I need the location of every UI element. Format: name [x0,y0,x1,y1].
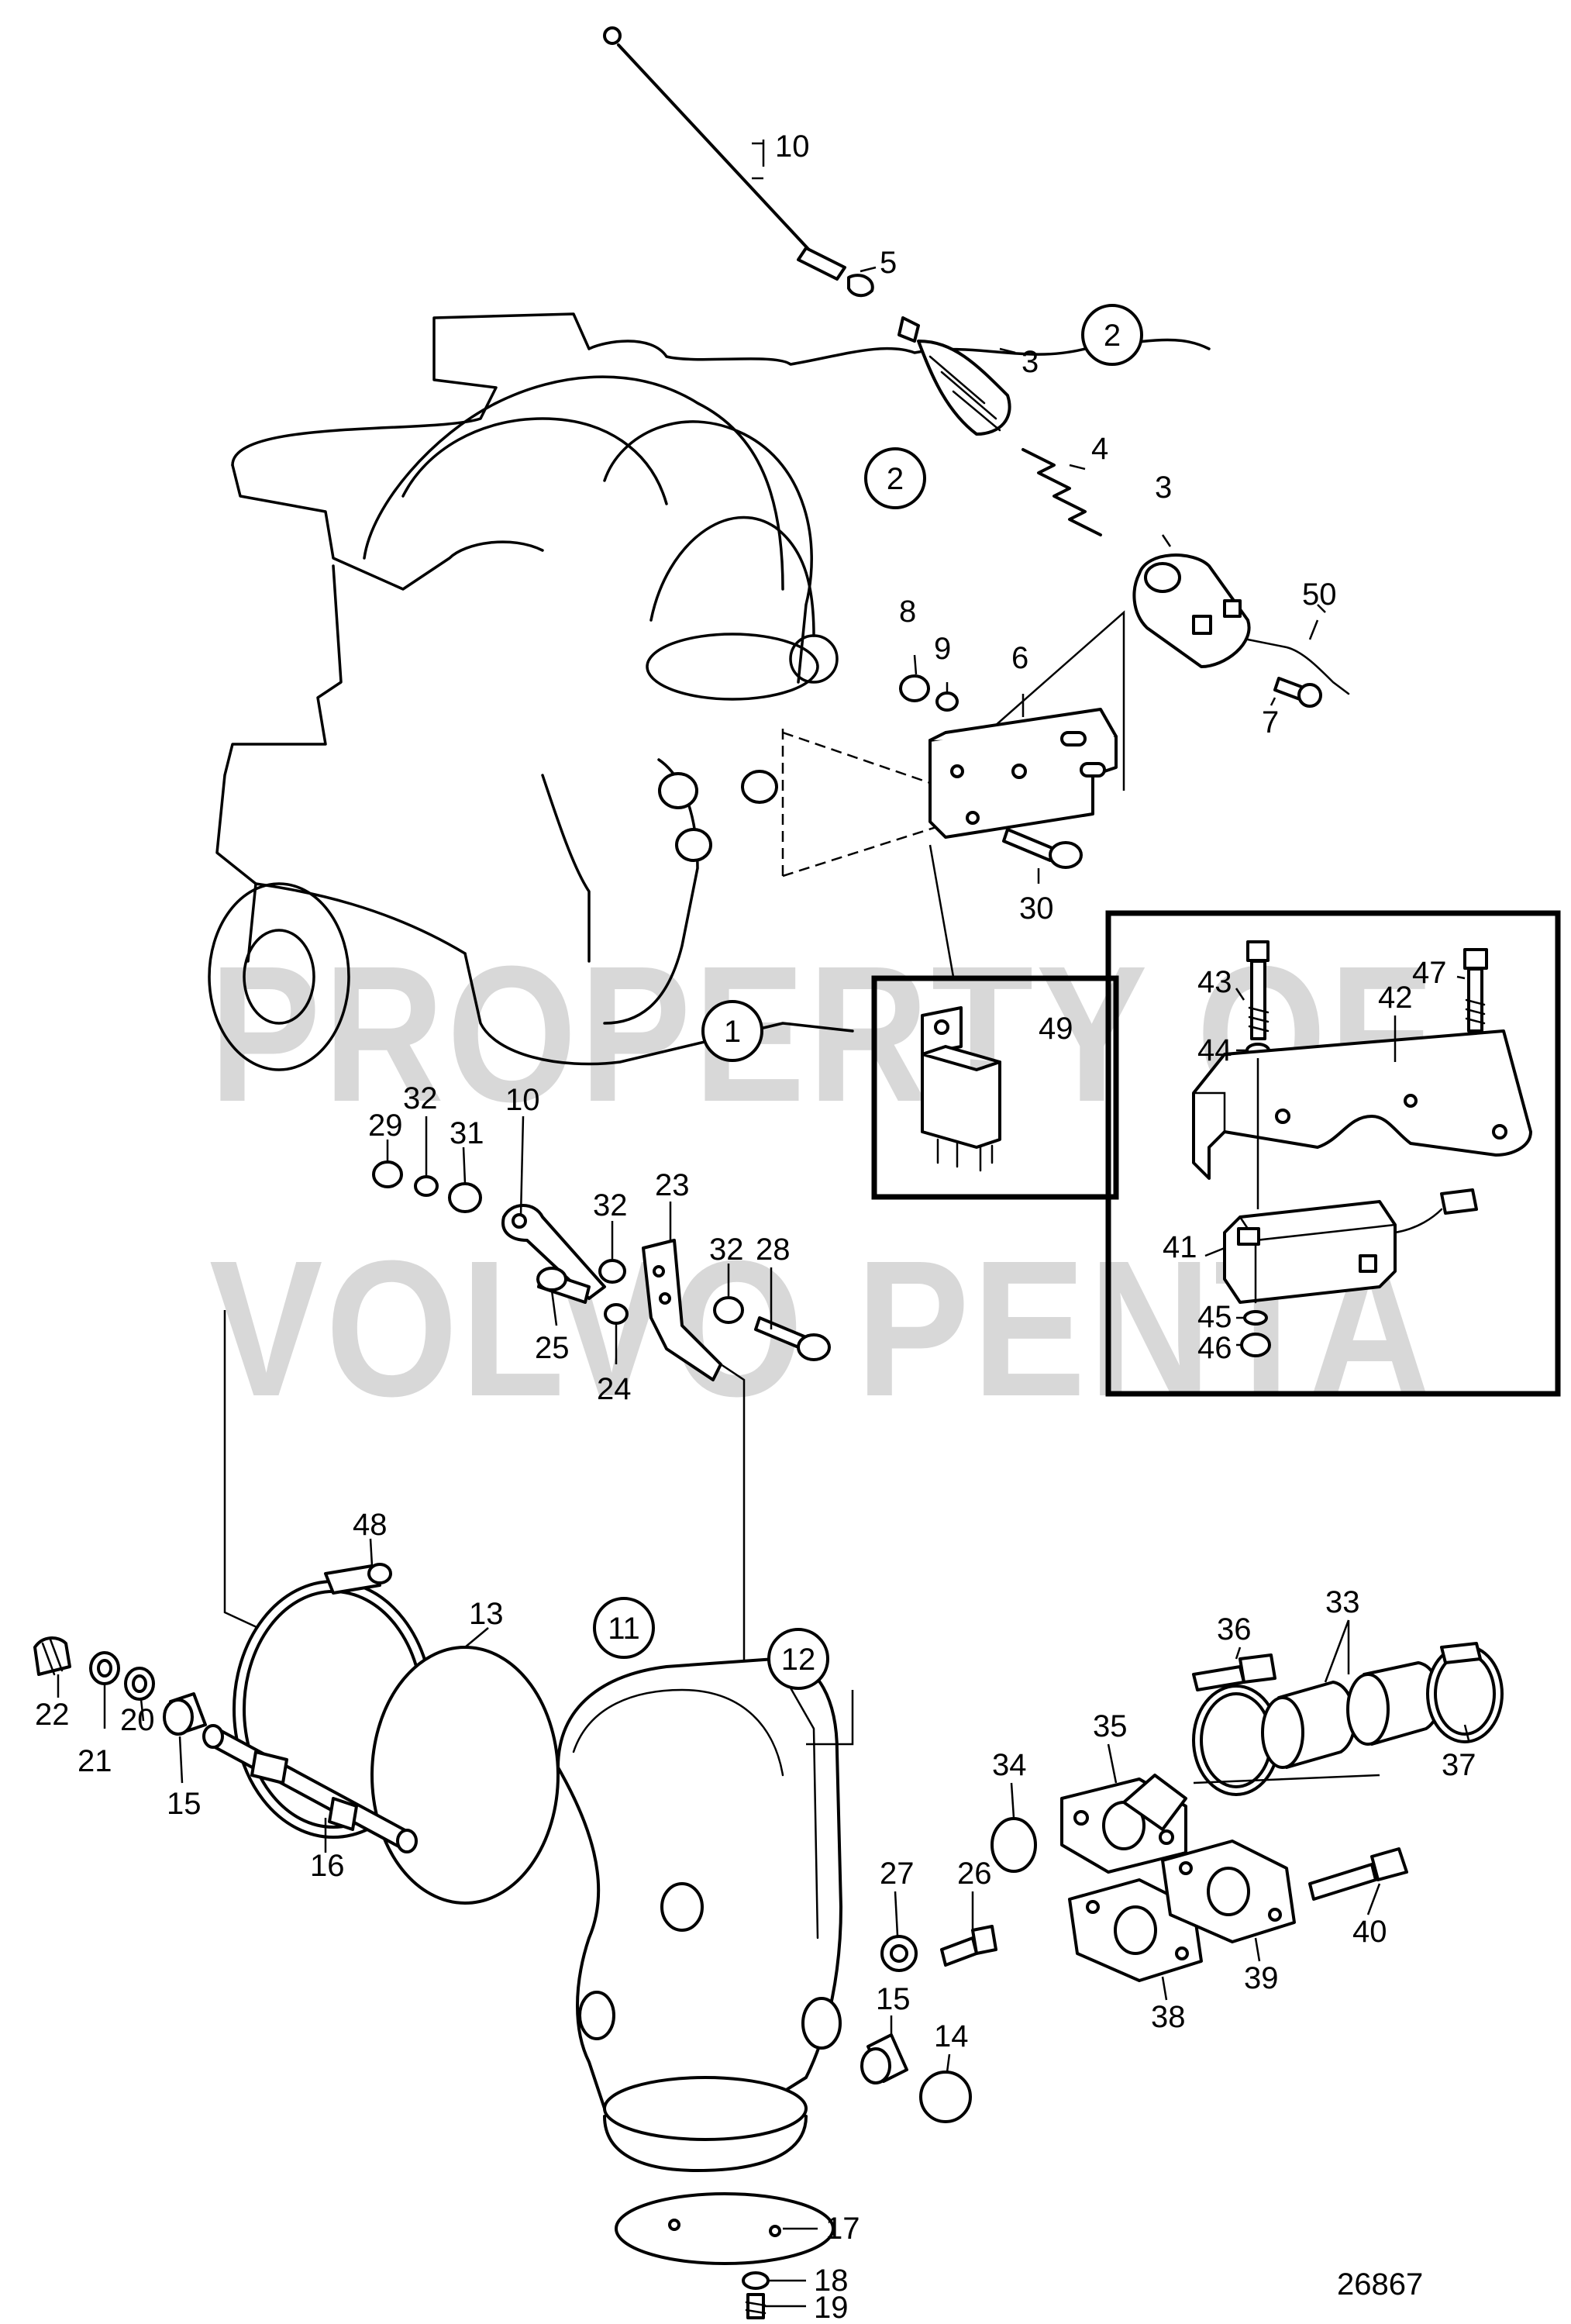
washer-9 [935,691,959,712]
group-ref-11: 11 [593,1597,655,1659]
callout-8: 8 [899,595,916,629]
callout-22: 22 [35,1698,70,1732]
exhaust-elbow [556,1657,842,2172]
callout-15-left: 15 [167,1787,202,1821]
cap-14 [919,2071,972,2123]
flange-39 [1161,1840,1296,1943]
callout-34: 34 [992,1748,1027,1782]
bolt-30 [1002,828,1083,869]
callout-14: 14 [934,2019,969,2053]
callout-23: 23 [655,1168,690,1202]
callout-35: 35 [1093,1709,1128,1743]
callout-40: 40 [1352,1915,1387,1949]
callout-9: 9 [934,632,951,666]
callout-39: 39 [1244,1961,1279,1995]
callout-10-mid: 10 [505,1083,540,1117]
hose-clamp-33-left [1192,1684,1280,1796]
callout-18: 18 [814,2264,849,2298]
spring [1021,448,1102,536]
nut-27 [880,1935,918,1972]
callout-3-lower: 3 [1155,471,1172,505]
group-ref-12-label: 12 [781,1643,816,1677]
callout-32-a: 32 [403,1081,438,1115]
callout-36: 36 [1217,1612,1252,1646]
callout-3-upper: 3 [1021,345,1039,379]
callout-28: 28 [756,1233,791,1267]
callout-45: 45 [1197,1300,1232,1334]
group-ref-12: 12 [767,1628,829,1690]
callout-47: 47 [1412,956,1447,990]
callout-10-top: 10 [775,129,810,164]
pin-stack [33,1636,418,1853]
callout-32-b: 32 [593,1188,628,1222]
nut-8 [899,674,930,702]
group-ref-2b: 2 [864,447,926,509]
bolt-26 [940,1925,997,1967]
group-ref-2a-label: 2 [1104,319,1121,353]
o-ring-34 [990,1817,1037,1873]
callout-50: 50 [1302,578,1337,612]
bracket-plate [928,708,1118,839]
cable-clamp-body [1132,553,1350,695]
sleeve-33 [1261,1681,1357,1769]
group-ref-2a: 2 [1081,304,1143,366]
callout-21: 21 [78,1744,112,1778]
screw-19 [745,2293,767,2319]
callout-30: 30 [1019,891,1054,926]
callout-19: 19 [814,2291,849,2324]
leader-lines [57,140,1470,2308]
callout-42: 42 [1378,981,1413,1015]
electronic-unit-inset [1105,910,1561,1397]
callout-26: 26 [957,1857,992,1891]
group-ref-2b-label: 2 [887,462,904,496]
linkage-assembly [372,1160,831,1381]
callout-15-right: 15 [876,1982,911,2016]
callout-13: 13 [469,1597,504,1631]
group-ref-1: 1 [701,1000,763,1062]
callout-17: 17 [825,2212,860,2246]
callout-4: 4 [1091,432,1108,466]
callout-5: 5 [880,246,897,280]
callout-7: 7 [1262,705,1279,740]
spacer-15-right [860,2033,908,2084]
bellows-assembly [897,316,1011,436]
callout-27: 27 [880,1857,915,1891]
callout-37: 37 [1442,1748,1476,1782]
callout-31: 31 [450,1116,484,1150]
callout-48: 48 [353,1508,388,1542]
callout-16: 16 [310,1849,345,1883]
callout-24: 24 [597,1372,632,1406]
callout-38: 38 [1151,2000,1186,2034]
flange-35 [1060,1774,1187,1874]
engine-outline [208,312,1211,1071]
bolt-36 [1192,1653,1276,1691]
callout-43: 43 [1197,965,1232,999]
bolt-40 [1308,1847,1408,1901]
group-ref-1-label: 1 [724,1015,741,1049]
hose-clamp-37 [1426,1642,1504,1743]
part-callouts: 10 5 3 4 3 50 7 8 9 6 30 49 43 47 42 44 … [35,129,1476,2324]
cable-rod-assembly [603,26,874,298]
callout-46: 46 [1197,1331,1232,1365]
callout-32-c: 32 [709,1233,744,1267]
figure-number: 26867 [1337,2267,1423,2302]
o-ring-13 [370,1646,560,1905]
callout-49: 49 [1039,1012,1073,1046]
callout-20: 20 [120,1703,155,1737]
callout-33: 33 [1325,1585,1360,1619]
screw-7 [1273,677,1322,708]
sleeve-33b [1346,1661,1442,1746]
callout-44: 44 [1197,1033,1232,1067]
washer-18 [742,2271,770,2290]
callout-29: 29 [368,1109,403,1143]
callout-6: 6 [1011,641,1028,675]
gasket-17 [615,2192,835,2265]
relay-inset [871,975,1119,1200]
group-ref-11-label: 11 [608,1612,640,1646]
callout-25: 25 [535,1331,570,1365]
callout-41: 41 [1163,1230,1197,1264]
